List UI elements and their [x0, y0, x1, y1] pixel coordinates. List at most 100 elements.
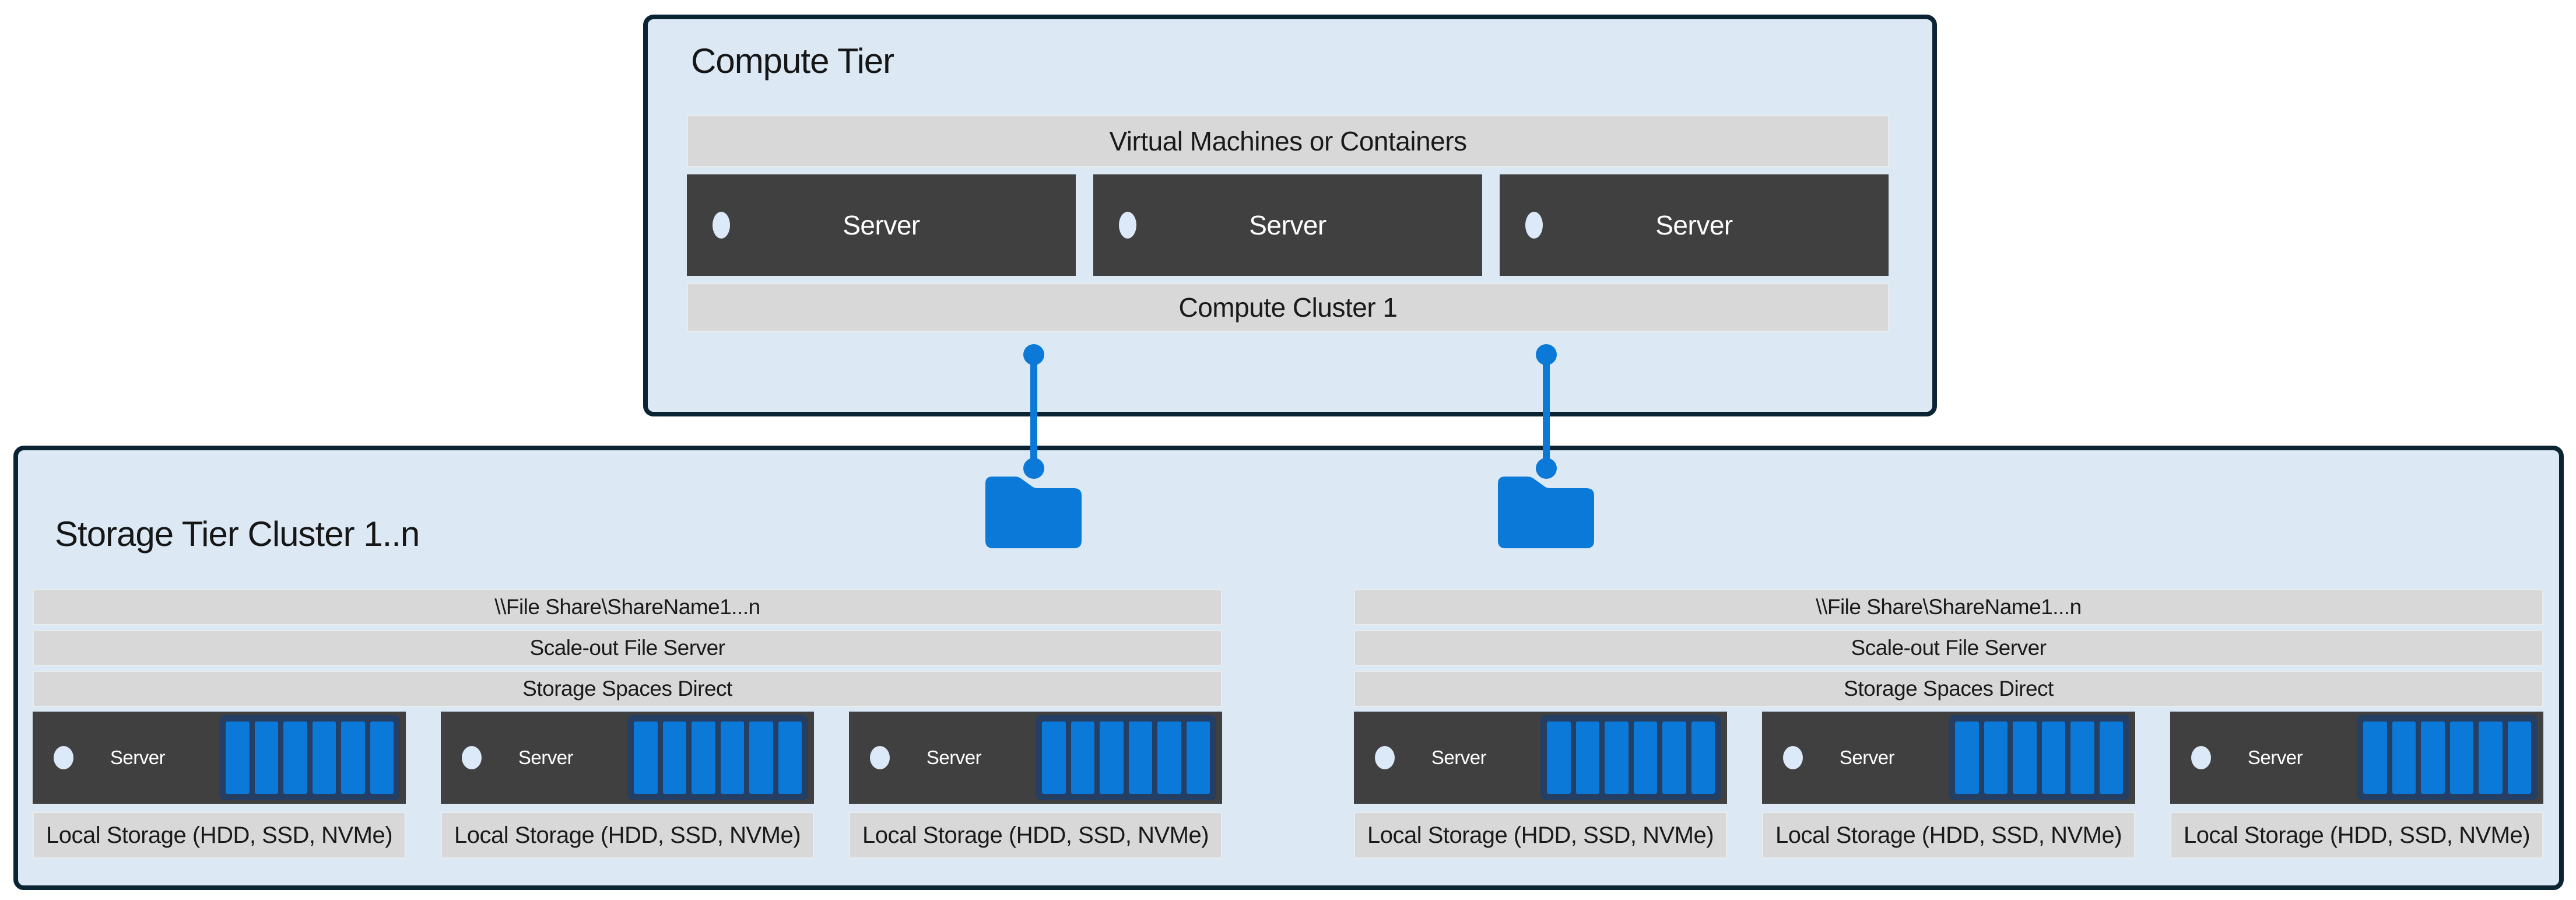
storage-server-box-1: Server [1354, 712, 1727, 804]
storage-server-box-2: Server [1762, 712, 2135, 804]
disk-bar-icon [341, 722, 365, 794]
local-storage-bar: Local Storage (HDD, SSD, NVMe) [33, 812, 406, 859]
server-label: Server [1839, 747, 1895, 768]
disk-bar-icon [1984, 722, 2008, 794]
scale-out-file-server-label: Scale-out File Server [1851, 636, 2047, 660]
compute-server-box-1: Server [687, 174, 1076, 276]
disk-bar-icon [1955, 722, 1979, 794]
server-label: Server [110, 747, 166, 768]
disk-bar-icon [634, 722, 658, 794]
disk-bar-icon [2363, 722, 2387, 794]
vm-containers-label: Virtual Machines or Containers [1109, 126, 1467, 156]
local-storage-label: Local Storage (HDD, SSD, NVMe) [1367, 822, 1714, 848]
server-label: Server [2247, 747, 2303, 768]
storage-server-box-2: Server [441, 712, 814, 804]
server-label: Server [1431, 747, 1487, 768]
compute-cluster-bar: Compute Cluster 1 [687, 283, 1889, 332]
storage-spaces-direct-label: Storage Spaces Direct [1844, 677, 2054, 701]
file-share-bar: \\File Share\ShareName1...n [33, 589, 1222, 625]
compute-tier-title: Compute Tier [691, 41, 894, 80]
disk-array-icon [1036, 715, 1216, 800]
server-dot-icon [1783, 746, 1803, 769]
storage-spaces-direct-bar: Storage Spaces Direct [1354, 671, 2543, 707]
server-label: Server [926, 747, 982, 768]
disk-bar-icon [226, 722, 250, 794]
server-dot-icon [1375, 746, 1395, 769]
scale-out-file-server-bar: Scale-out File Server [1354, 630, 2543, 666]
disk-bar-icon [2421, 722, 2445, 794]
disk-array-icon [1540, 715, 1721, 800]
storage-cluster-2: \\File Share\ShareName1...n Scale-out Fi… [1354, 589, 2543, 859]
disk-bar-icon [1042, 722, 1066, 794]
disk-bar-icon [2041, 722, 2065, 794]
server-dot-icon [2191, 746, 2211, 769]
local-storage-bar: Local Storage (HDD, SSD, NVMe) [1762, 812, 2135, 859]
disk-bar-icon [778, 722, 802, 794]
disk-bar-icon [312, 722, 336, 794]
local-storage-bar: Local Storage (HDD, SSD, NVMe) [849, 812, 1222, 859]
disk-bar-icon [2099, 722, 2123, 794]
disk-bar-icon [720, 722, 744, 794]
server-label: Server [518, 747, 574, 768]
vm-containers-bar: Virtual Machines or Containers [687, 115, 1889, 167]
disk-bar-icon [662, 722, 686, 794]
server-label: Server [1655, 210, 1733, 240]
connector-link-icon [1023, 344, 1044, 479]
connector-link-icon [1536, 344, 1557, 479]
server-label: Server [1249, 210, 1326, 240]
disk-bar-icon [1100, 722, 1124, 794]
storage-server-box-3: Server [849, 712, 1222, 804]
disk-bar-icon [1605, 722, 1629, 794]
disk-array-icon [1949, 715, 2129, 800]
storage-server-box-1: Server [33, 712, 406, 804]
connector-line [1543, 355, 1550, 468]
disk-bar-icon [692, 722, 715, 794]
scale-out-file-server-bar: Scale-out File Server [33, 630, 1222, 666]
server-dot-icon [462, 746, 482, 769]
storage-spaces-direct-bar: Storage Spaces Direct [33, 671, 1222, 707]
disk-array-icon [627, 715, 808, 800]
server-dot-icon [1119, 212, 1136, 239]
disk-bar-icon [2507, 722, 2531, 794]
storage-tier-box: Storage Tier Cluster 1..n \\File Share\S… [13, 446, 2564, 890]
compute-server-box-3: Server [1500, 174, 1889, 276]
file-share-bar: \\File Share\ShareName1...n [1354, 589, 2543, 625]
scale-out-file-server-label: Scale-out File Server [529, 636, 725, 660]
disk-bar-icon [749, 722, 773, 794]
local-storage-bar: Local Storage (HDD, SSD, NVMe) [2170, 812, 2543, 859]
disk-bar-icon [1186, 722, 1210, 794]
folder-icon [1498, 477, 1594, 548]
file-share-label: \\File Share\ShareName1...n [494, 595, 760, 619]
disk-bar-icon [1157, 722, 1181, 794]
server-dot-icon [1525, 212, 1543, 239]
disk-bar-icon [283, 722, 307, 794]
connector-dot-bottom [1536, 458, 1557, 479]
disk-bar-icon [1547, 722, 1571, 794]
storage-tier-title: Storage Tier Cluster 1..n [55, 514, 420, 554]
compute-cluster-label: Compute Cluster 1 [1178, 292, 1398, 323]
storage-server-box-3: Server [2170, 712, 2543, 804]
folder-icon [985, 477, 1082, 548]
disk-bar-icon [2449, 722, 2473, 794]
local-storage-label: Local Storage (HDD, SSD, NVMe) [45, 822, 393, 848]
disk-bar-icon [1071, 722, 1094, 794]
connector-dot-top [1536, 344, 1557, 365]
local-storage-label: Local Storage (HDD, SSD, NVMe) [1775, 822, 2122, 848]
server-label: Server [843, 210, 920, 240]
connector-dot-bottom [1023, 458, 1044, 479]
storage-spaces-direct-label: Storage Spaces Direct [522, 677, 732, 701]
disk-bar-icon [2070, 722, 2094, 794]
disk-bar-icon [1128, 722, 1152, 794]
disk-array-icon [2357, 715, 2538, 800]
server-dot-icon [713, 212, 730, 239]
disk-array-icon [219, 715, 400, 800]
local-storage-bar: Local Storage (HDD, SSD, NVMe) [1354, 812, 1727, 859]
file-share-label: \\File Share\ShareName1...n [1816, 595, 2082, 619]
connector-line [1030, 355, 1037, 468]
disk-bar-icon [370, 722, 394, 794]
compute-server-box-2: Server [1093, 174, 1482, 276]
storage-cluster-1: \\File Share\ShareName1...n Scale-out Fi… [33, 589, 1222, 859]
disk-bar-icon [2392, 722, 2416, 794]
disk-bar-icon [1633, 722, 1657, 794]
